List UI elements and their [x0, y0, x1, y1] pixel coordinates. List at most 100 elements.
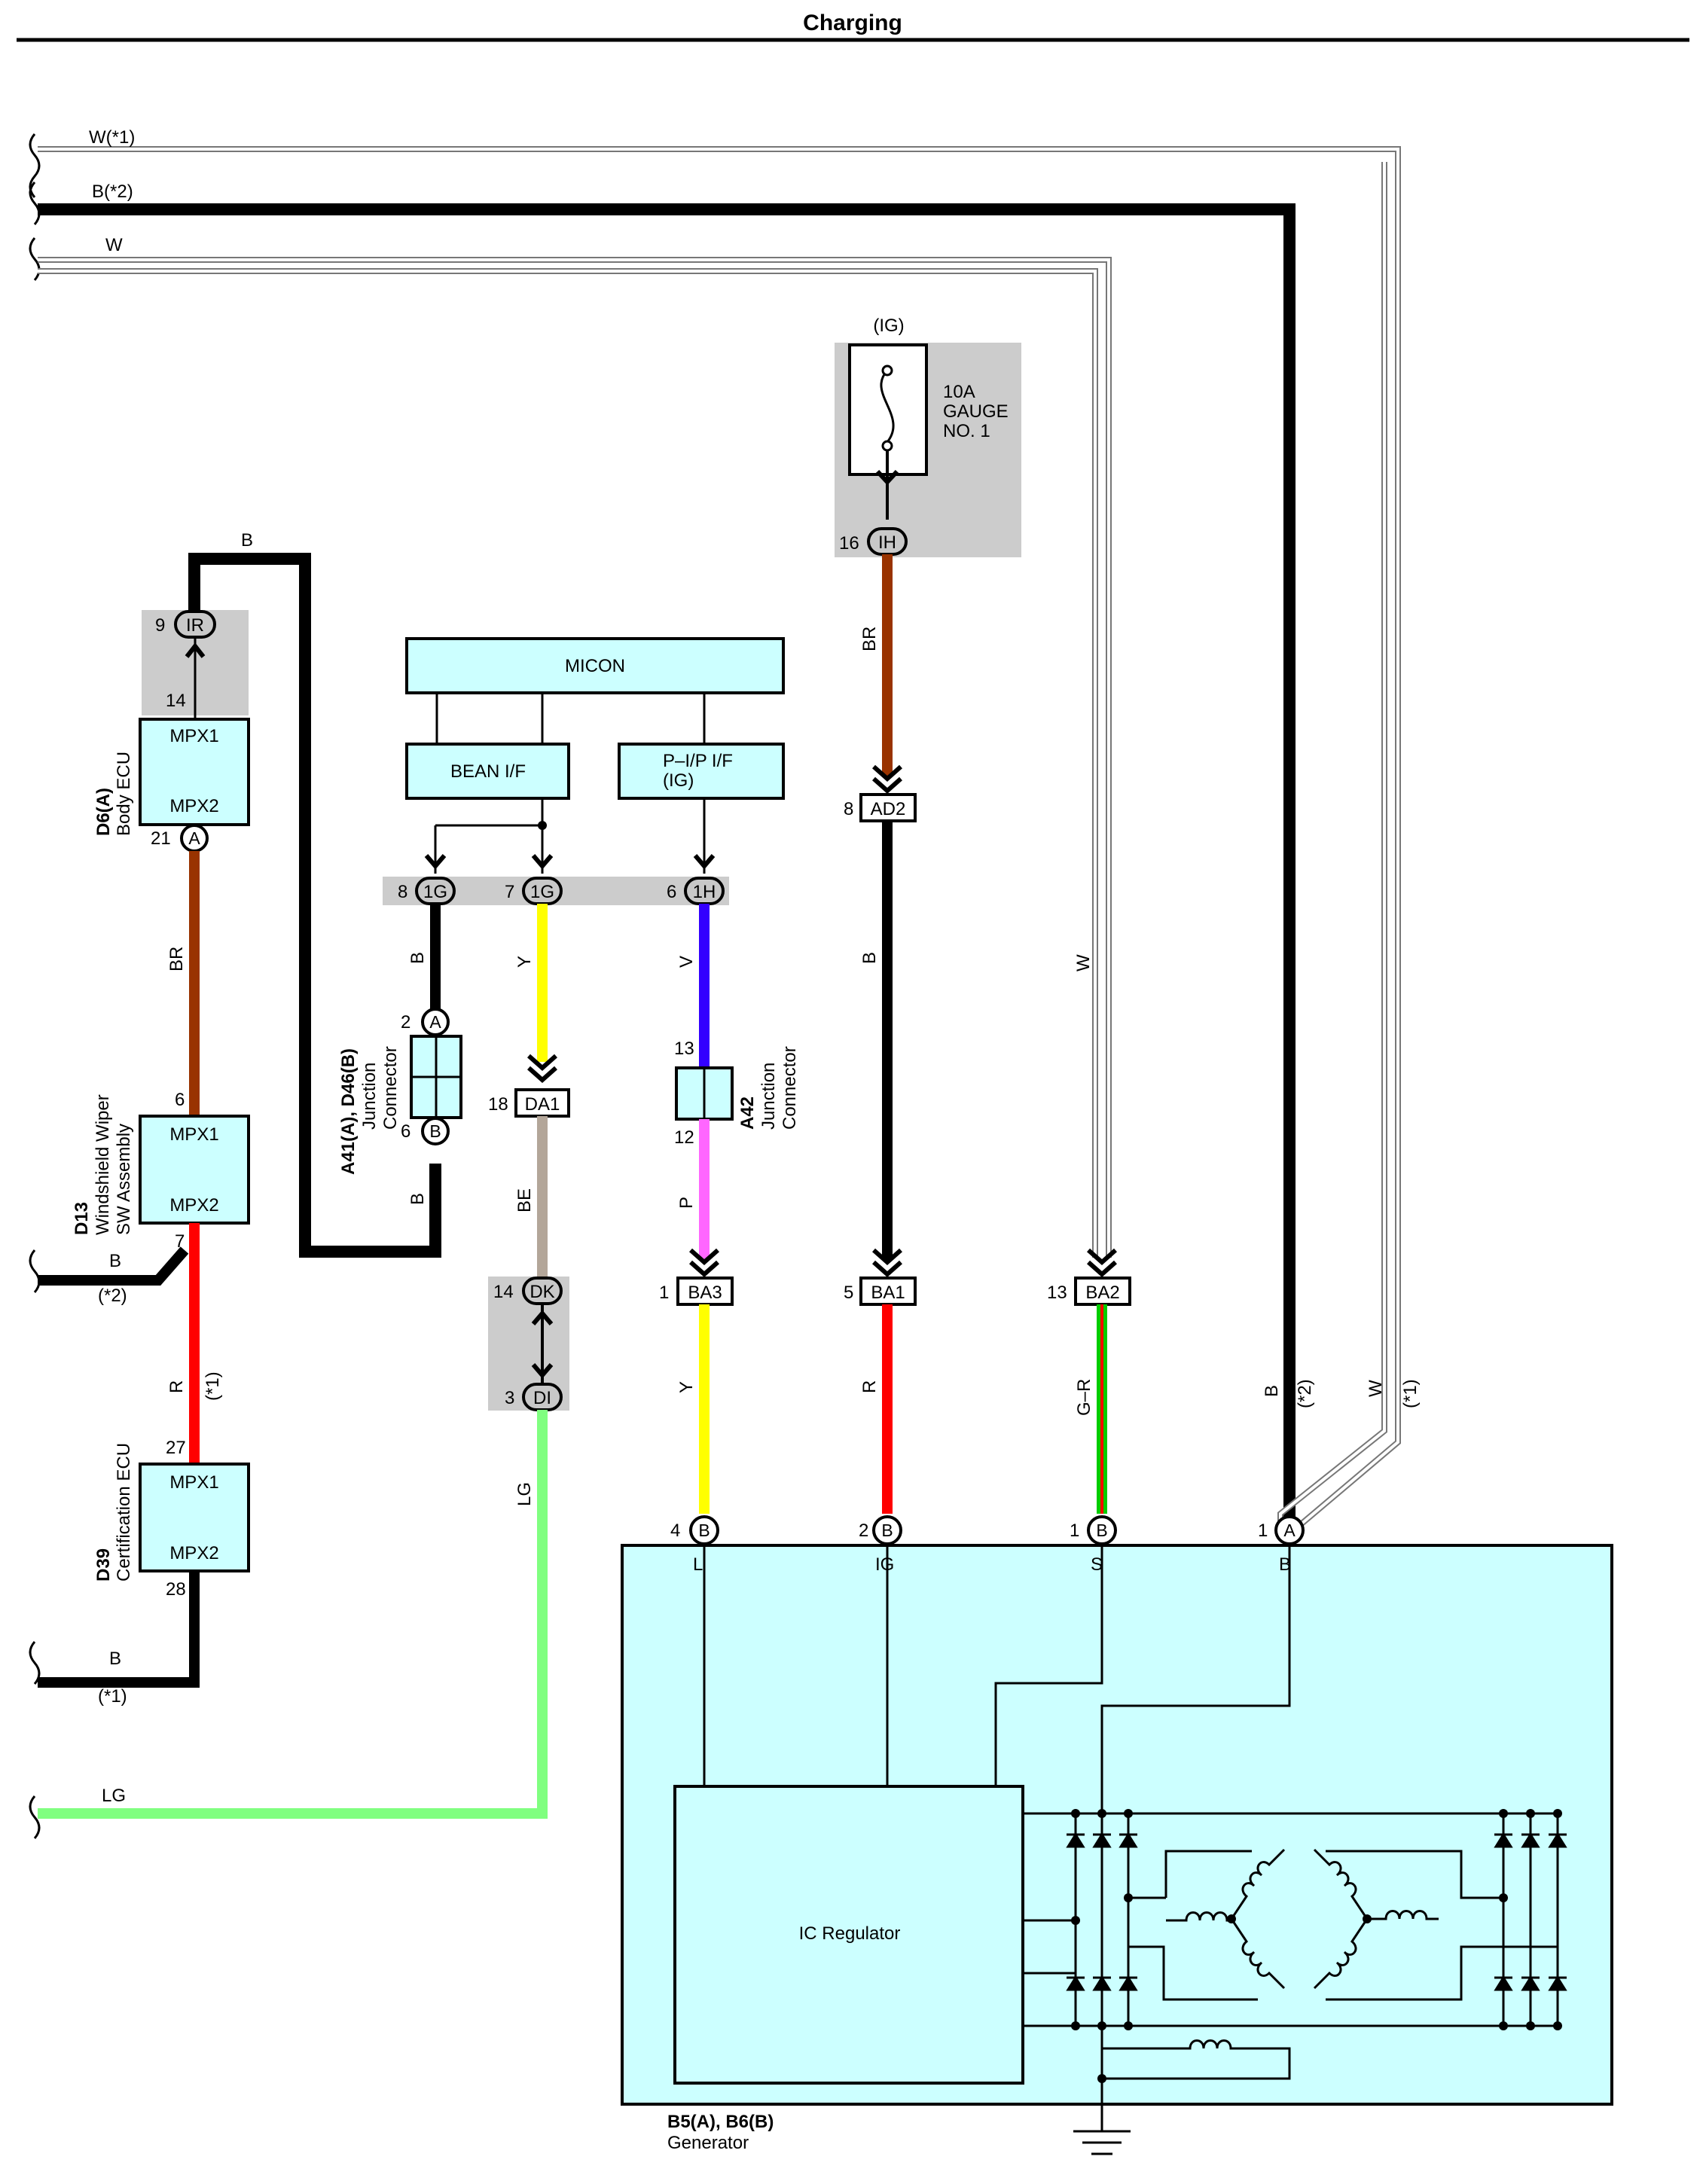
svg-text:D39: D39: [93, 1548, 114, 1582]
svg-text:Y: Y: [514, 956, 535, 968]
wire-b-cert: [38, 1571, 200, 1688]
svg-text:IH: IH: [878, 532, 896, 553]
svg-text:28: 28: [166, 1579, 186, 1600]
svg-text:B: B: [1096, 1521, 1107, 1540]
svg-text:1: 1: [1258, 1521, 1268, 1541]
svg-text:A: A: [1283, 1521, 1296, 1540]
svg-text:IC Regulator: IC Regulator: [799, 1923, 901, 1944]
svg-text:B: B: [698, 1521, 710, 1540]
svg-text:7: 7: [175, 1231, 185, 1252]
svg-text:D13: D13: [72, 1202, 92, 1235]
svg-text:MPX2: MPX2: [169, 796, 218, 816]
svg-text:BA3: BA3: [688, 1283, 722, 1303]
fuse-name1: GAUGE: [943, 401, 1009, 422]
stator-coils: [1102, 1848, 1558, 2080]
wire-w-star1-tail: [1277, 162, 1387, 1538]
svg-text:BR: BR: [166, 947, 187, 972]
svg-text:1: 1: [1070, 1521, 1079, 1541]
svg-text:BA2: BA2: [1085, 1283, 1119, 1303]
svg-text:Body ECU: Body ECU: [114, 752, 134, 836]
wire-b-ir: [188, 553, 441, 1258]
svg-text:9: 9: [155, 615, 165, 636]
svg-text:D6(A): D6(A): [93, 788, 114, 836]
svg-text:MPX1: MPX1: [169, 726, 218, 746]
svg-text:A: A: [188, 828, 200, 848]
svg-text:A41(A), D46(B): A41(A), D46(B): [338, 1048, 359, 1175]
svg-text:6: 6: [175, 1090, 185, 1110]
svg-text:Connector: Connector: [780, 1046, 800, 1130]
svg-text:Y: Y: [676, 1381, 697, 1393]
svg-text:(*1): (*1): [98, 1686, 127, 1707]
svg-text:6: 6: [401, 1121, 410, 1142]
micon-box: [405, 637, 785, 694]
wire-break-symbols: [29, 133, 41, 1839]
wire-w-star1: [38, 146, 1401, 1538]
svg-text:DK: DK: [530, 1282, 554, 1302]
svg-text:P–I/P I/F: P–I/P I/F: [663, 751, 733, 771]
svg-text:1: 1: [659, 1283, 669, 1303]
conn-a41-b: [421, 1117, 450, 1145]
svg-text:18: 18: [488, 1094, 508, 1115]
svg-text:MPX1: MPX1: [169, 1472, 218, 1493]
svg-text:B: B: [1279, 1554, 1291, 1575]
svg-text:21: 21: [151, 828, 171, 849]
pin-16: 16: [839, 533, 859, 554]
svg-text:BR: BR: [859, 627, 880, 651]
ic-regulator-box: [673, 1785, 1024, 2085]
rectifier-diodes: [1066, 1832, 1567, 1991]
svg-text:DA1: DA1: [525, 1094, 560, 1115]
svg-text:B: B: [859, 952, 880, 964]
svg-text:G–R: G–R: [1074, 1379, 1094, 1416]
svg-text:AD2: AD2: [871, 799, 906, 819]
wire-b-star2: [38, 203, 1296, 1527]
svg-text:BE: BE: [514, 1188, 535, 1212]
ground-icon: [1073, 2079, 1131, 2155]
conn-ad2: [859, 793, 917, 822]
svg-text:B: B: [881, 1521, 893, 1540]
svg-text:MPX2: MPX2: [169, 1543, 218, 1563]
svg-text:B: B: [1262, 1385, 1282, 1397]
svg-text:(*1): (*1): [1400, 1379, 1421, 1408]
svg-text:3: 3: [505, 1388, 514, 1408]
svg-text:MPX1: MPX1: [169, 1124, 218, 1145]
svg-text:Certification ECU: Certification ECU: [114, 1443, 134, 1582]
page-title: Charging: [803, 11, 902, 35]
svg-text:27: 27: [166, 1438, 186, 1458]
svg-text:W: W: [1366, 1380, 1386, 1397]
wire-w-top: [38, 257, 1112, 1258]
svg-text:Generator: Generator: [667, 2133, 749, 2153]
svg-text:B5(A), B6(B): B5(A), B6(B): [667, 2112, 774, 2132]
svg-text:BA1: BA1: [871, 1283, 905, 1303]
fuse-rating: 10A: [943, 382, 975, 402]
svg-text:IG: IG: [875, 1554, 894, 1575]
fuse-name2: NO. 1: [943, 421, 990, 441]
svg-text:14: 14: [166, 691, 186, 711]
wire-lg: [38, 1410, 548, 1819]
svg-text:P: P: [676, 1197, 697, 1209]
svg-text:A: A: [429, 1012, 441, 1032]
wire-b-wiper: [38, 1246, 189, 1286]
wire-label-b2: B(*2): [92, 181, 133, 202]
svg-text:MPX2: MPX2: [169, 1195, 218, 1216]
generator-internal-wiring: [703, 1544, 1561, 2079]
fuse-icon: [880, 369, 895, 443]
svg-text:Connector: Connector: [380, 1046, 401, 1130]
conn-ba2: [1074, 1277, 1131, 1306]
svg-text:13: 13: [674, 1039, 694, 1059]
conn-ba3: [676, 1277, 734, 1306]
svg-text:8: 8: [398, 882, 407, 902]
svg-text:Junction: Junction: [359, 1063, 380, 1130]
svg-text:L: L: [693, 1554, 703, 1575]
wiper-sw-box: [139, 1115, 250, 1225]
svg-text:(*2): (*2): [98, 1286, 127, 1306]
svg-text:B: B: [109, 1251, 121, 1271]
svg-text:8: 8: [844, 799, 853, 819]
wire-label-w: W: [105, 235, 123, 255]
svg-text:4: 4: [670, 1521, 680, 1541]
svg-text:S: S: [1091, 1554, 1103, 1575]
svg-text:B: B: [407, 952, 428, 964]
svg-text:Windshield Wiper: Windshield Wiper: [93, 1094, 113, 1235]
svg-text:LG: LG: [102, 1786, 126, 1806]
body-ecu-box: [139, 718, 250, 826]
